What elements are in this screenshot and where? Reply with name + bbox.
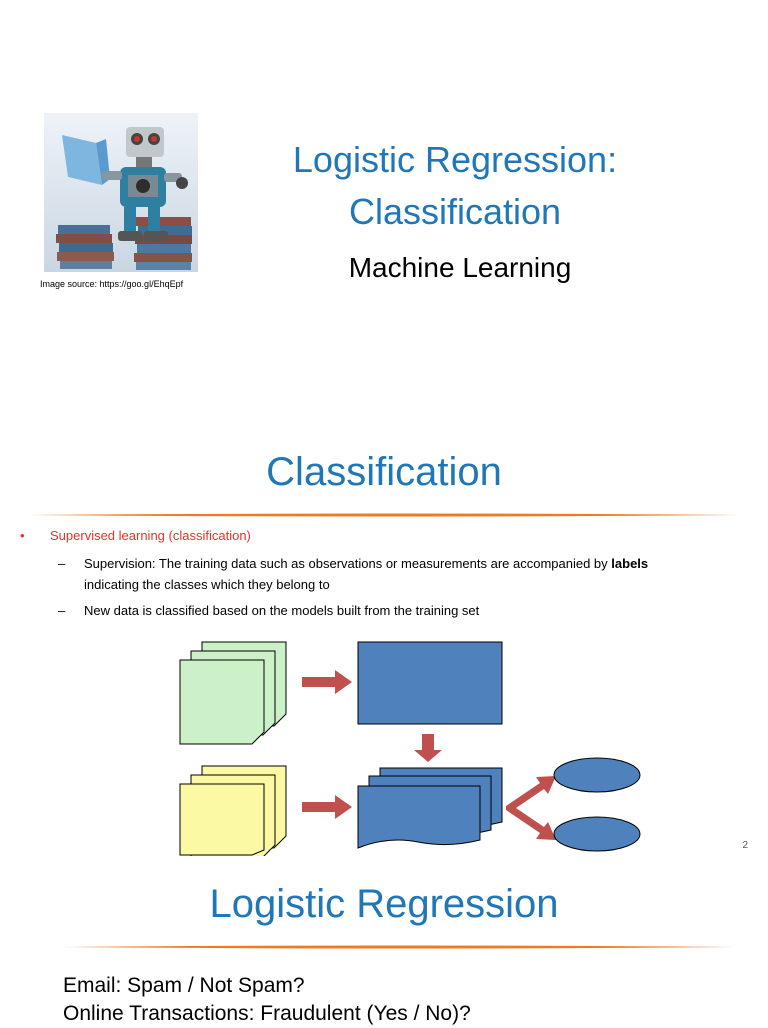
deck-title-line2: Classification: [348, 191, 562, 232]
slide-classification: Classification • Supervised learning (cl…: [0, 432, 768, 864]
sub-bullet-dash: –: [58, 603, 66, 618]
example-line: Online Transactions: Fraudulent (Yes / N…: [63, 1002, 471, 1025]
slide-title: Logistic Regression: [209, 882, 559, 926]
arrow-right-icon: [302, 670, 352, 694]
model-box: [357, 641, 503, 725]
deck-subtitle: Machine Learning: [348, 252, 572, 283]
bullet-text: Supervised learning (classification): [50, 528, 251, 543]
sub-bullet-item: – Supervision: The training data such as…: [20, 553, 740, 595]
example-line: Email: Spam / Not Spam?: [63, 974, 305, 997]
classification-diagram: [179, 641, 641, 856]
example-list: Email: Spam / Not Spam? Online Transacti…: [63, 972, 471, 1028]
new-data-stack: [179, 765, 287, 856]
robot-reading-image: [44, 113, 198, 272]
split-arrow-icon: [506, 776, 556, 840]
arrow-right-icon: [302, 795, 352, 819]
title-underline: [64, 945, 736, 949]
arrow-down-icon: [414, 734, 442, 762]
sub-bullet-item: – New data is classified based on the mo…: [20, 600, 740, 621]
slide-title-page: Image source: https://goo.gl/EhqEpf Logi…: [0, 0, 768, 432]
image-source-caption: Image source: https://goo.gl/EhqEpf: [40, 279, 184, 289]
class-output-ellipse: [553, 816, 641, 852]
bullet-item: • Supervised learning (classification): [20, 528, 740, 550]
sub-bullet-text: Supervision: The training data such as o…: [84, 556, 612, 571]
page-number: 2: [742, 840, 748, 851]
slide-title: Classification: [266, 450, 502, 494]
title-underline: [28, 513, 740, 517]
class-output-ellipse: [553, 757, 641, 793]
sub-bullet-dash: –: [58, 556, 66, 571]
sub-bullet-bold: labels: [611, 556, 649, 571]
deck-title-line1: Logistic Regression:: [292, 139, 618, 180]
bullet-list: • Supervised learning (classification) –…: [20, 528, 740, 621]
bullet-dot: •: [20, 528, 25, 543]
deck-title: Logistic Regression: Classification: [250, 134, 660, 238]
training-data-stack: [179, 641, 287, 745]
classifier-documents: [357, 767, 503, 849]
sub-bullet-text-cont: indicating the classes which they belong…: [84, 577, 330, 592]
slide-logistic-regression: Logistic Regression Email: Spam / Not Sp…: [0, 864, 768, 1025]
sub-bullet-text: New data is classified based on the mode…: [84, 603, 480, 618]
